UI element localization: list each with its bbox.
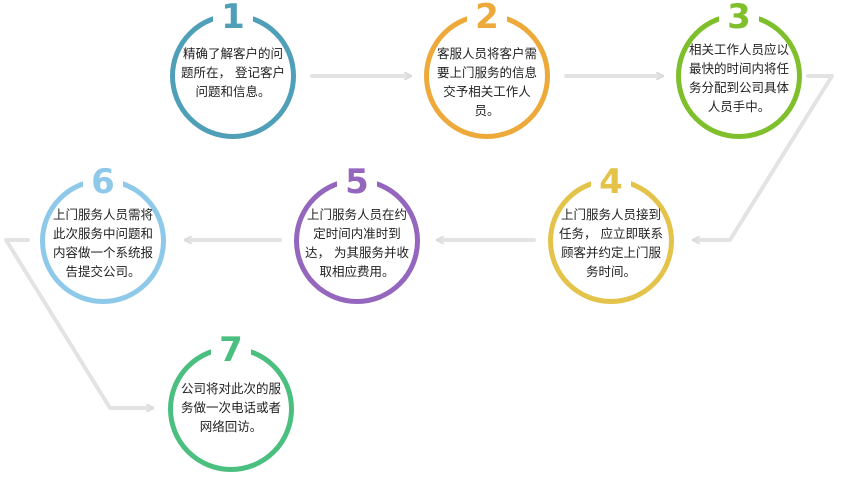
- step-text: 精确了解客户的问题所在， 登记客户问题和信息。: [181, 46, 285, 99]
- step-text: 相关工作人员应以最快的时间内将任务分配到公司具体人员手中。: [688, 42, 789, 114]
- step-4-circle: 4 上门服务人员接到任务， 应立即联系顾客并约定上门服务时间。: [548, 163, 674, 304]
- step-7-circle: 7 公司将对此次的服务做一次电话或者网络回访。: [168, 331, 294, 472]
- step-number: 2: [467, 0, 507, 36]
- arrow-3-to-4: [692, 74, 834, 240]
- step-number: 5: [337, 163, 377, 201]
- step-2-circle: 2 客服人员将客户需要上门服务的信息交予相关工作人员。: [424, 0, 550, 139]
- step-number: 4: [591, 163, 631, 201]
- step-text: 公司将对此次的服务做一次电话或者网络回访。: [180, 381, 281, 434]
- step-text: 上门服务人员需将此次服务中问题和内容做一个系统报告提交公司。: [52, 207, 153, 279]
- step-1-circle: 1 精确了解客户的问题所在， 登记客户问题和信息。: [170, 0, 296, 139]
- step-text: 客服人员将客户需要上门服务的信息交予相关工作人员。: [436, 46, 537, 118]
- step-number: 3: [719, 0, 759, 36]
- step-number: 1: [213, 0, 253, 36]
- step-number: 7: [211, 331, 251, 369]
- step-5-circle: 5 上门服务人员在约定时间内准时到达， 为其服务并收取相应费用。: [294, 163, 420, 304]
- arrow-6-to-7: [4, 238, 154, 408]
- step-text: 上门服务人员在约定时间内准时到达， 为其服务并收取相应费用。: [305, 207, 409, 279]
- step-3-circle: 3 相关工作人员应以最快的时间内将任务分配到公司具体人员手中。: [676, 0, 802, 139]
- step-6-circle: 6 上门服务人员需将此次服务中问题和内容做一个系统报告提交公司。: [40, 163, 166, 304]
- step-number: 6: [83, 163, 123, 201]
- step-text: 上门服务人员接到任务， 应立即联系顾客并约定上门服务时间。: [559, 207, 663, 279]
